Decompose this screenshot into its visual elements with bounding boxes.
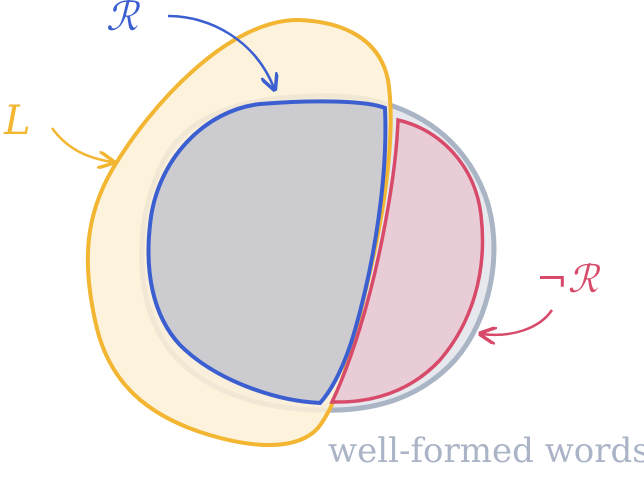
r-set: [146, 99, 388, 406]
r-label: ℛ: [106, 0, 141, 40]
r-pointer-arrow: [167, 14, 274, 88]
not-r-set: [329, 117, 485, 404]
not-r-pointer-arrow: [482, 309, 554, 335]
well-formed-words-label: well-formed words: [328, 431, 644, 471]
not-r-label: ¬ℛ: [536, 257, 601, 301]
l-pointer-arrow: [50, 127, 112, 162]
l-label: L: [3, 98, 31, 144]
